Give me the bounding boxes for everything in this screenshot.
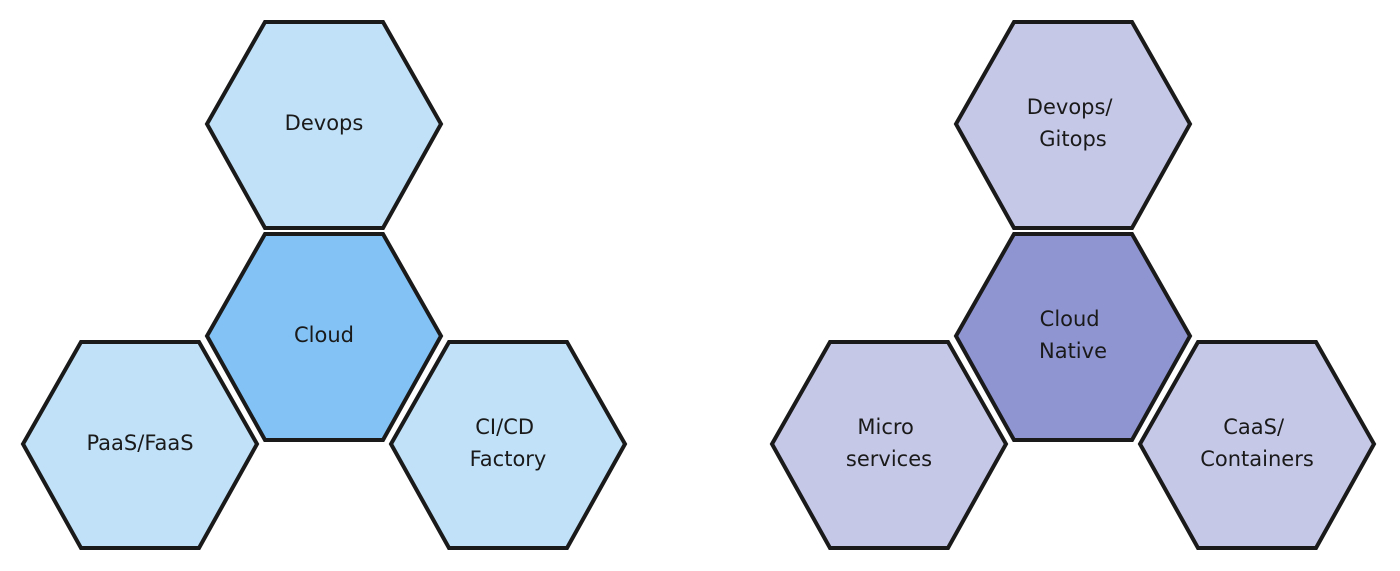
hex-micro-services-label: Micro services (846, 415, 932, 471)
hex-cloud: Cloud (204, 232, 444, 442)
hex-ci-cd-factory: CI/CD Factory (388, 340, 628, 550)
hex-cloud-native-shape (953, 232, 1193, 442)
hex-devops-gitops-label: Devops/ Gitops (1027, 95, 1119, 151)
hex-caas-containers: CaaS/ Containers (1137, 340, 1377, 550)
hex-cloud-native: Cloud Native (953, 232, 1193, 442)
hex-devops-gitops: Devops/ Gitops (953, 20, 1193, 230)
cloud-cluster: Devops Cloud PaaS/FaaS CI/CD Factory (20, 20, 628, 550)
hex-devops-shape (204, 20, 444, 230)
hex-cloud-label: Cloud (294, 323, 354, 347)
hex-ci-cd-factory-shape (388, 340, 628, 550)
hex-ci-cd-factory-label: CI/CD Factory (470, 415, 547, 471)
hex-caas-containers-label: CaaS/ Containers (1200, 415, 1314, 471)
cloud-native-cluster: Devops/ Gitops Cloud Native Micro servic… (769, 20, 1377, 550)
hex-devops-gitops-shape (953, 20, 1193, 230)
hex-devops: Devops (204, 20, 444, 230)
hex-paas-faas-shape (20, 340, 260, 550)
hex-devops-label: Devops (285, 111, 364, 135)
hex-micro-services-shape (769, 340, 1009, 550)
hex-paas-faas: PaaS/FaaS (20, 340, 260, 550)
hex-paas-faas-label: PaaS/FaaS (86, 431, 193, 455)
hex-cloud-shape (204, 232, 444, 442)
hex-caas-containers-shape (1137, 340, 1377, 550)
hex-micro-services: Micro services (769, 340, 1009, 550)
hex-cloud-native-label: Cloud Native (1039, 307, 1107, 363)
